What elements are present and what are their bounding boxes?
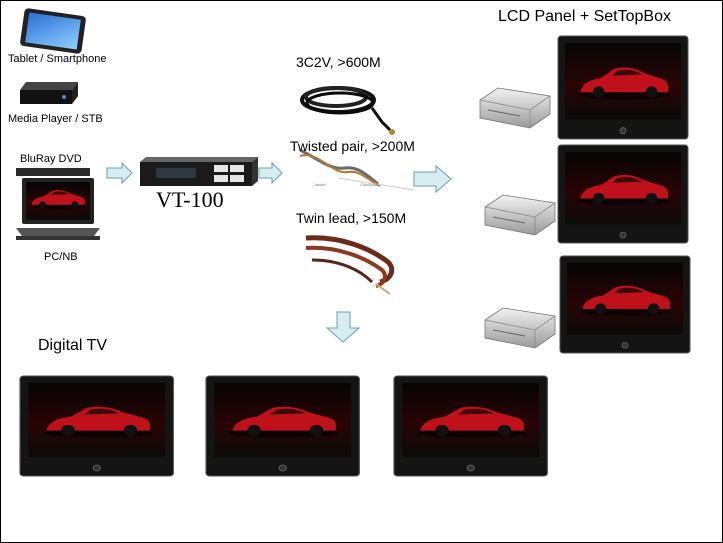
source-label-media-player: Media Player / STB <box>8 113 103 125</box>
arrow-cables-to-digital-tv <box>325 311 361 343</box>
arrow-cables-to-lcd <box>413 164 452 194</box>
lcd-panel-1 <box>558 36 688 139</box>
tablet-icon <box>20 8 86 54</box>
bluray-icon <box>16 168 90 176</box>
lcd-settopbox-title: LCD Panel + SetTopBox <box>498 8 671 25</box>
source-label-tablet: Tablet / Smartphone <box>8 53 107 65</box>
twin-lead-image <box>305 235 395 295</box>
digital-tv-title: Digital TV <box>38 337 108 354</box>
cable-label-twin-lead: Twin lead, >150M <box>296 210 407 226</box>
lcd-panel-3 <box>560 256 690 353</box>
svg-text:Jacket: Jacket <box>314 182 326 187</box>
digital-tv-2 <box>206 376 359 476</box>
svg-text:Conductor: Conductor <box>360 182 379 187</box>
twisted-pair-image: Shield Conductor Jacket <box>299 148 415 191</box>
source-label-pc: PC/NB <box>44 251 78 263</box>
svg-text:Shield: Shield <box>345 169 356 174</box>
coax-cable-image <box>300 86 395 135</box>
cable-label-twisted-pair: Twisted pair, >200M <box>290 138 415 154</box>
laptop-icon <box>16 178 100 240</box>
arrow-device-to-cables <box>258 161 283 185</box>
settopbox-1 <box>479 87 551 129</box>
digital-tv-3 <box>394 376 547 476</box>
device-label: VT-100 <box>156 187 224 212</box>
vt100-device <box>140 157 258 186</box>
cable-label-coax: 3C2V, >600M <box>296 54 381 70</box>
arrow-sources-to-device <box>106 161 133 185</box>
digital-tv-1 <box>20 376 173 476</box>
settopbox-3 <box>484 307 556 349</box>
media-player-icon <box>20 82 78 104</box>
lcd-panel-2 <box>558 145 688 243</box>
settopbox-2 <box>484 194 556 236</box>
source-label-bluray: BluRay DVD <box>20 153 82 165</box>
